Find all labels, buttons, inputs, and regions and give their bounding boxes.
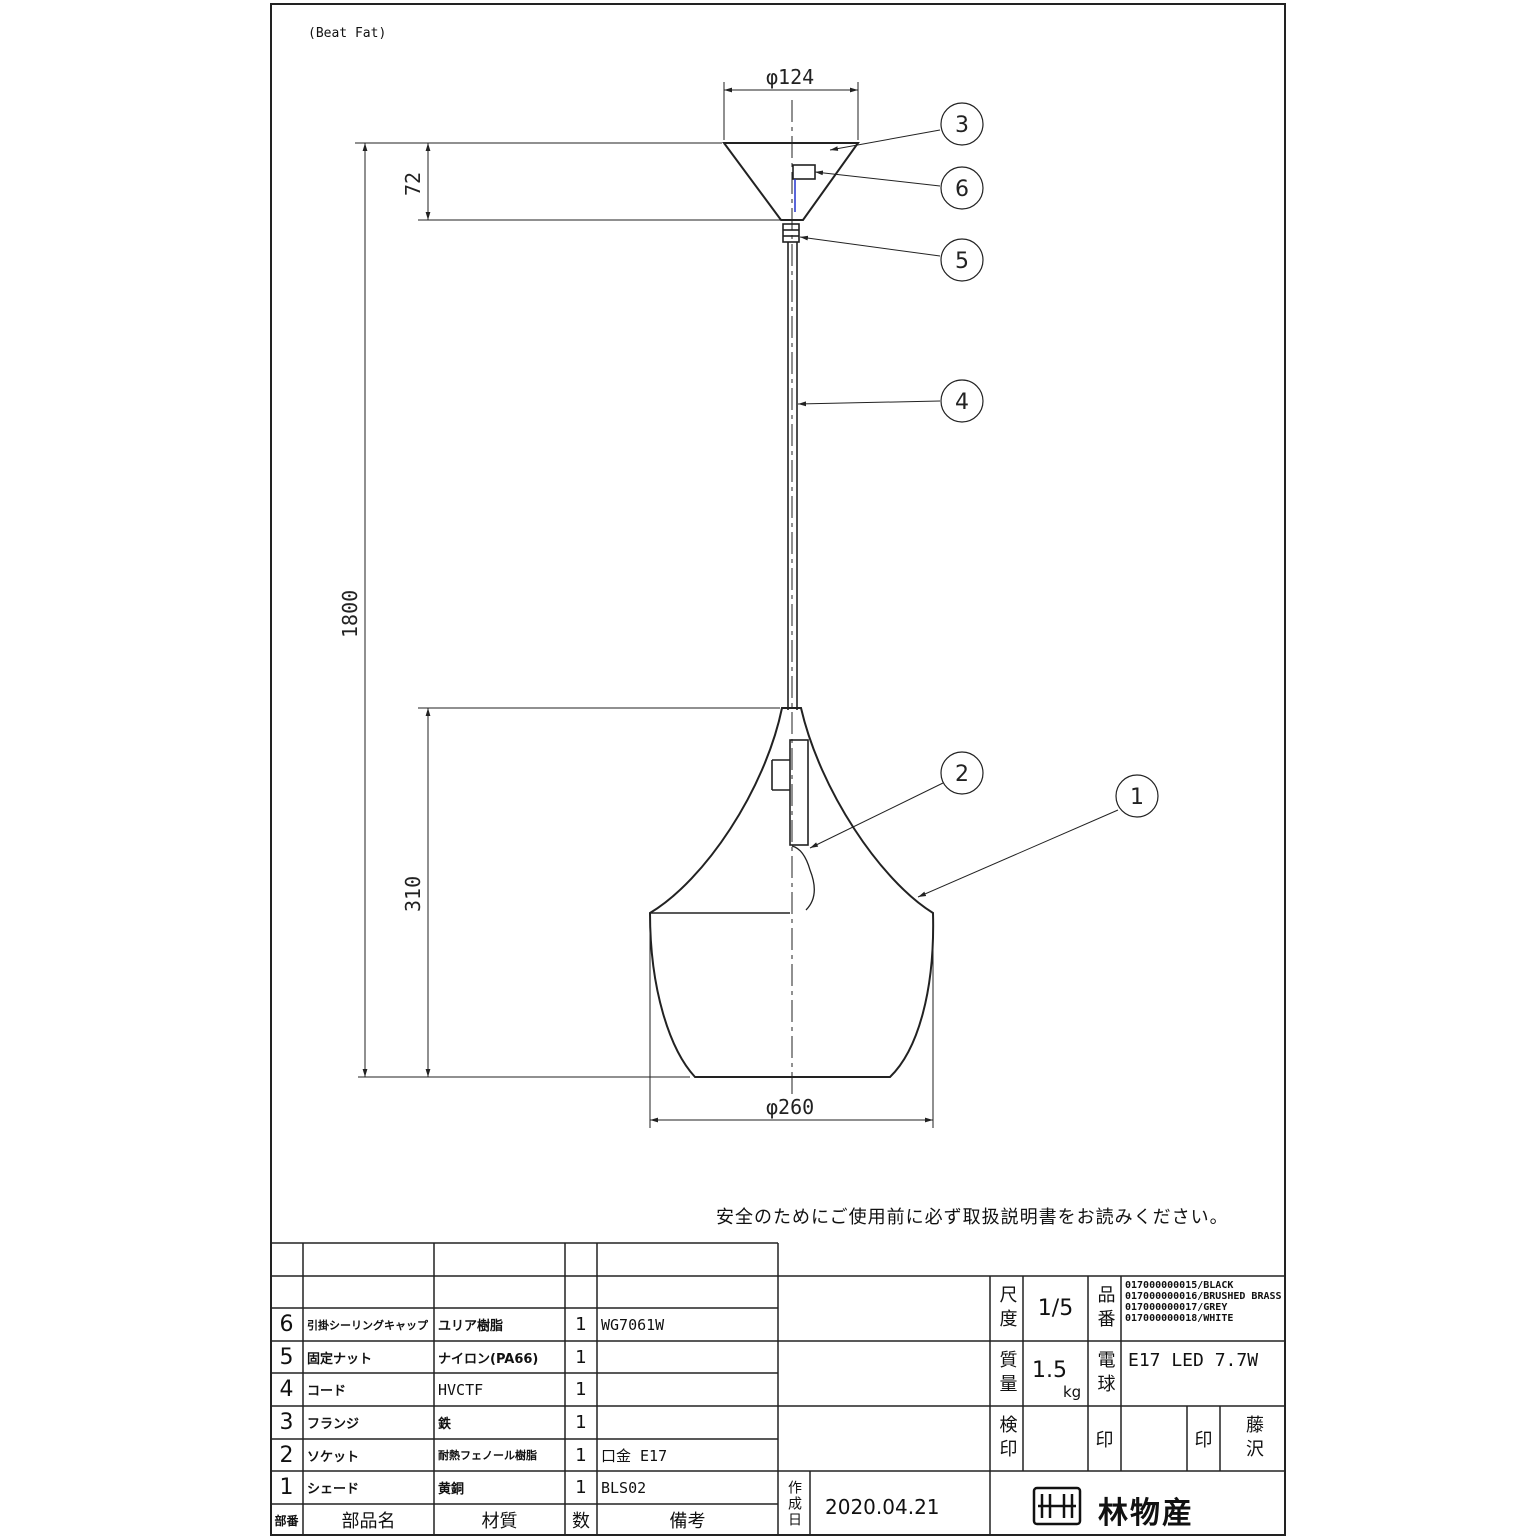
drawing-title: (Beat Fat) <box>308 26 387 41</box>
leader-1 <box>917 809 1119 898</box>
balloon-5 <box>940 238 984 282</box>
row-material: ユリア樹脂 <box>438 1319 504 1334</box>
leader-5 <box>799 235 941 257</box>
scale-label: 尺度 <box>996 1285 1018 1333</box>
balloon-2 <box>940 751 984 795</box>
row-no: 5 <box>279 1344 294 1370</box>
row-material: 耐熱フェノール樹脂 <box>438 1449 537 1462</box>
safety-notice: 安全のためにご使用前に必ず取扱説明書をお読みください。 <box>716 1207 1229 1228</box>
balloon-label-6: 6 <box>955 177 969 202</box>
row-no: 6 <box>279 1312 294 1337</box>
balloon-label-5: 5 <box>955 249 969 274</box>
fixing-nut-shape <box>782 223 800 243</box>
header-qty: 数 <box>572 1511 590 1532</box>
seal-label: 印 <box>1095 1429 1114 1451</box>
bulb-shape <box>791 845 816 911</box>
product-no-label: 品番 <box>1094 1285 1116 1333</box>
row-qty: 1 <box>575 1477 587 1498</box>
row-qty: 1 <box>575 1444 587 1466</box>
balloon-1 <box>1115 774 1159 818</box>
dim-canopy-diameter: φ124 <box>766 65 814 89</box>
created-label: 作成日 <box>786 1480 802 1528</box>
row-name: 固定ナット <box>307 1351 373 1367</box>
leader-6 <box>814 170 941 187</box>
row-qty: 1 <box>575 1379 587 1400</box>
row-remarks <box>597 1406 778 1439</box>
header-name: 部品名 <box>341 1511 396 1532</box>
row-no: 1 <box>279 1475 294 1500</box>
dim-shade-diameter: φ260 <box>766 1095 814 1119</box>
row-remarks: 口金 E17 <box>601 1446 668 1465</box>
header-remarks: 備考 <box>669 1511 706 1532</box>
created-date: 2020.04.21 <box>825 1495 940 1519</box>
product-numbers: 017000000015/BLACK 017000000016/BRUSHED … <box>1125 1280 1285 1324</box>
bulb-value: E17 LED 7.7W <box>1128 1350 1259 1371</box>
weight-unit: kg <box>1063 1383 1082 1401</box>
row-qty: 1 <box>575 1346 587 1368</box>
balloon-label-4: 4 <box>955 390 969 415</box>
leader-4 <box>797 400 941 407</box>
ceiling-cap-shape <box>792 164 816 180</box>
balloon-label-1: 1 <box>1130 785 1144 810</box>
row-qty: 1 <box>575 1412 587 1433</box>
scale-value: 1/5 <box>1037 1296 1074 1321</box>
dim-canopy-height: 72 <box>401 172 425 196</box>
weight-value: 1.5 <box>1032 1358 1067 1383</box>
inspection-label: 検印 <box>996 1415 1018 1463</box>
bulb-label: 電球 <box>1094 1350 1116 1398</box>
row-name: フランジ <box>307 1417 360 1432</box>
leader-3 <box>829 129 941 151</box>
row-material: 黄銅 <box>438 1482 465 1497</box>
balloon-4 <box>940 379 984 423</box>
row-material: HVCTF <box>438 1380 484 1399</box>
leader-2 <box>809 782 944 849</box>
company-logo-icon <box>1032 1486 1082 1526</box>
dim-shade-height: 310 <box>401 876 425 912</box>
row-name: ソケット <box>307 1449 360 1465</box>
balloon-6 <box>940 166 984 210</box>
row-remarks: BLS02 <box>601 1478 647 1497</box>
shade-shape <box>648 707 935 1078</box>
header-material: 材質 <box>481 1511 518 1532</box>
socket-shape <box>789 739 809 846</box>
balloon-label-3: 3 <box>955 113 969 138</box>
row-name: コード <box>307 1384 347 1399</box>
seal-label: 印 <box>1194 1429 1213 1451</box>
row-name: 引掛シーリングキャップ <box>307 1318 428 1332</box>
row-no: 4 <box>279 1377 294 1402</box>
product-number: 017000000018/WHITE <box>1125 1313 1234 1324</box>
row-material: 鉄 <box>438 1417 452 1432</box>
product-number: 017000000015/BLACK <box>1125 1280 1234 1291</box>
weight-label: 質量 <box>996 1350 1018 1398</box>
row-material: ナイロン(PA66) <box>438 1351 539 1367</box>
balloon-3 <box>940 102 984 146</box>
canopy-shape <box>722 142 860 221</box>
balloon-label-2: 2 <box>955 762 969 787</box>
company-name: 林物産 <box>1098 1496 1194 1531</box>
dim-overall-height: 1800 <box>338 590 362 638</box>
row-no: 2 <box>279 1442 294 1468</box>
row-no: 3 <box>279 1410 294 1435</box>
product-number: 017000000017/GREY <box>1125 1302 1228 1313</box>
header-no: 部番 <box>274 1513 299 1528</box>
row-remarks: WG7061W <box>601 1315 665 1334</box>
product-number: 017000000016/BRUSHED BRASS <box>1125 1291 1282 1302</box>
row-remarks <box>597 1341 778 1373</box>
row-qty: 1 <box>575 1314 587 1335</box>
signature: 藤沢 <box>1243 1415 1264 1463</box>
row-name: シェード <box>307 1482 360 1497</box>
row-remarks <box>597 1373 778 1406</box>
